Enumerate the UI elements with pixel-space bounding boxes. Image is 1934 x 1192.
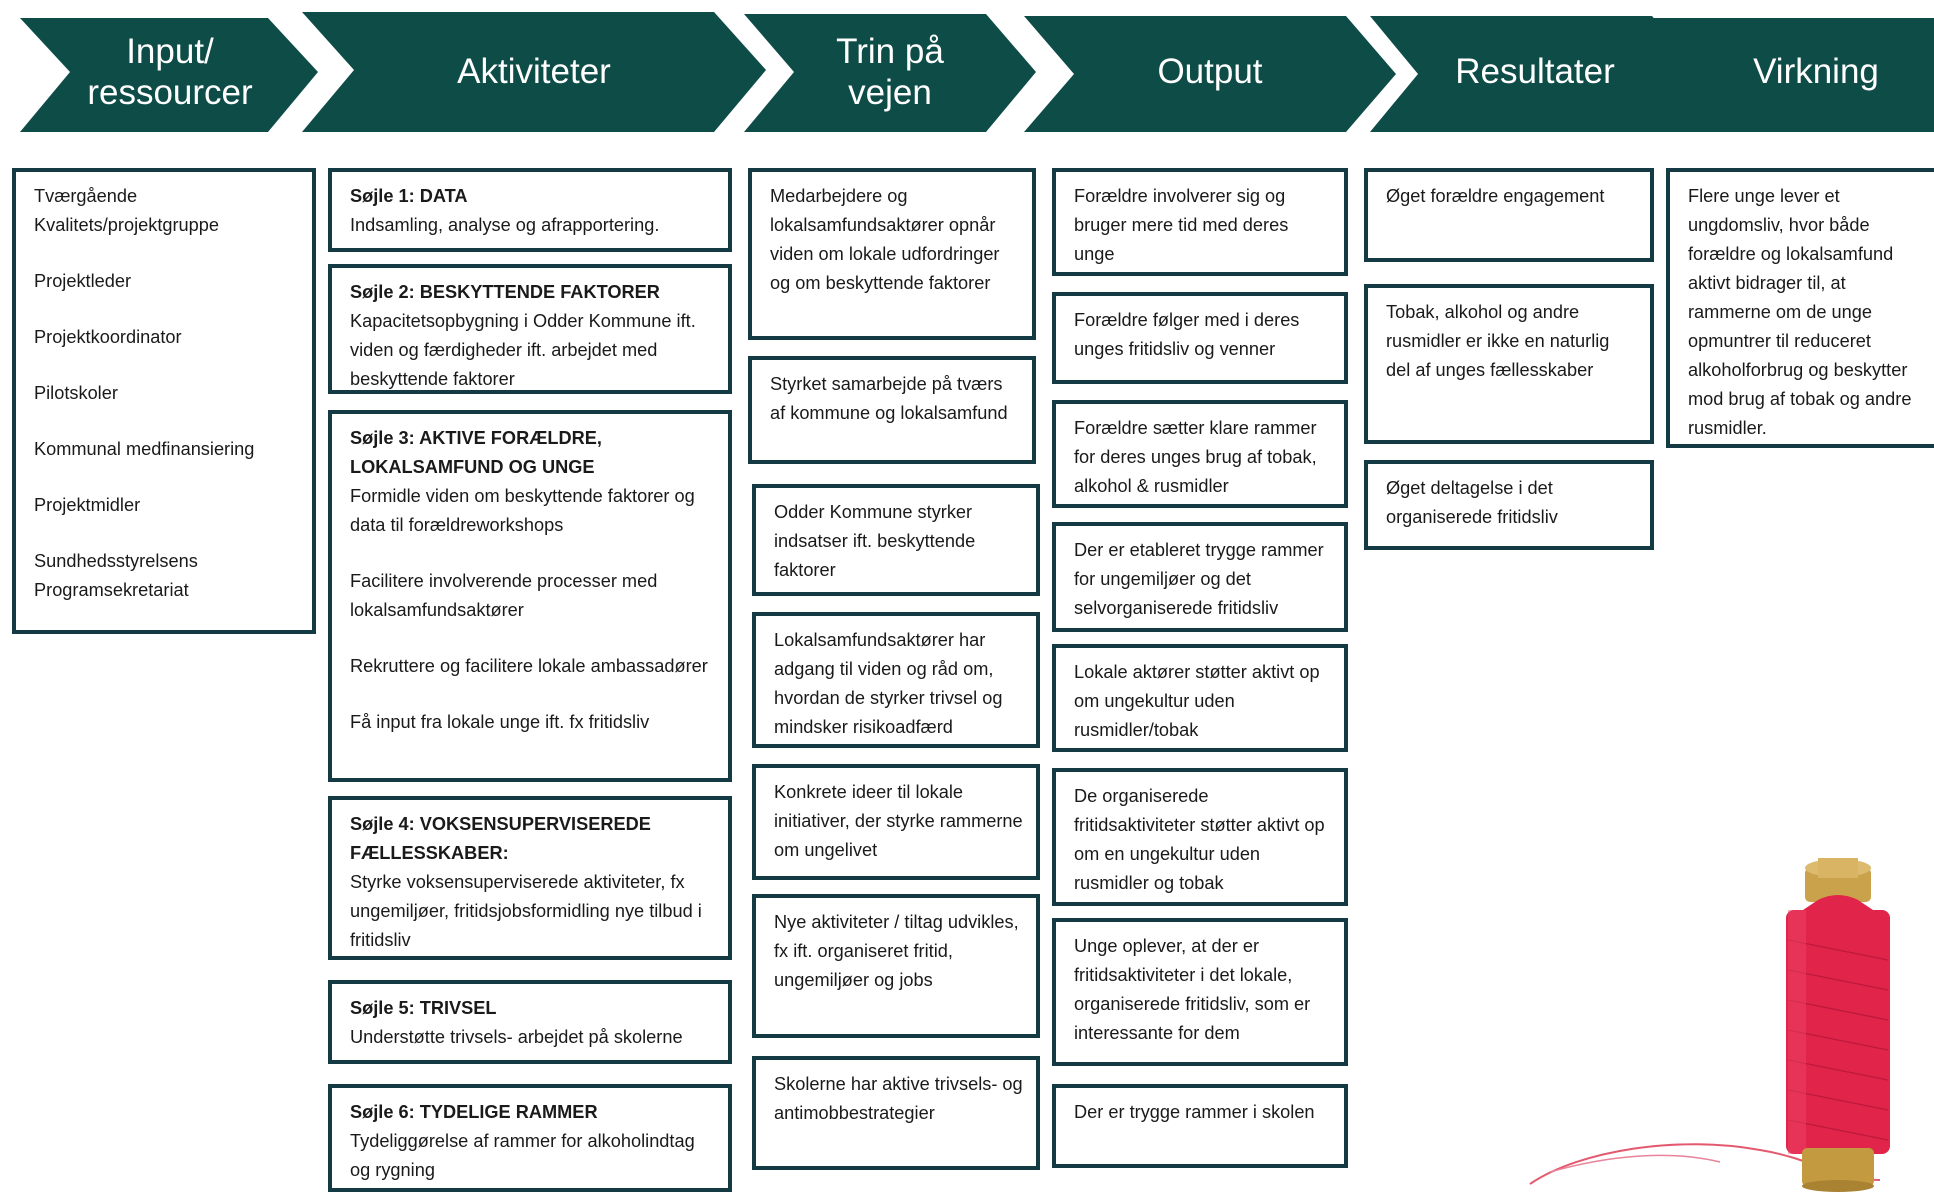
output-box: Der er etableret trygge rammer for ungem… [1052, 522, 1348, 632]
output-text: Der er etableret trygge rammer for ungem… [1074, 540, 1324, 618]
inputs-box: Tværgående Kvalitets/projektgruppe Proje… [12, 168, 316, 634]
input-item: Projektmidler [34, 495, 141, 515]
chevron-label-results: Resultater [1455, 52, 1615, 92]
chevron-label-impact: Virkning [1753, 52, 1879, 92]
step-box: Medarbejdere og lokalsamfundsaktører opn… [748, 168, 1036, 340]
chevron-activities [302, 12, 766, 132]
output-box: De organiserede fritidsaktiviteter støtt… [1052, 768, 1348, 906]
output-text: Lokale aktører støtter aktivt op om unge… [1074, 662, 1320, 740]
chevron-label-output: Output [1157, 52, 1263, 92]
step-box: Nye aktiviteter / tiltag udvikles, fx if… [752, 894, 1040, 1038]
activity-text: Understøtte trivsels- arbejdet på skoler… [350, 1027, 683, 1047]
chevron-input [20, 18, 318, 132]
activity-text: Facilitere involverende processer med lo… [350, 571, 658, 620]
output-box: Unge oplever, at der er fritidsaktivitet… [1052, 918, 1348, 1066]
activity-title: Søjle 1: DATA [350, 186, 468, 206]
output-text: Der er trygge rammer i skolen [1074, 1102, 1315, 1122]
input-item: Kommunal medfinansiering [34, 439, 255, 459]
activity-box-4: Søjle 4: VOKSENSUPERVISEREDE FÆLLESSKABE… [328, 796, 732, 960]
step-text: Medarbejdere og lokalsamfundsaktører opn… [770, 186, 1000, 293]
activity-title: Søjle 2: BESKYTTENDE FAKTORER [350, 282, 660, 302]
result-box: Øget forældre engagement [1364, 168, 1654, 262]
output-text: Forældre sætter klare rammer for deres u… [1074, 418, 1317, 496]
activity-title: Søjle 3: AKTIVE FORÆLDRE, LOKALSAMFUND O… [350, 428, 602, 477]
input-item: Pilotskoler [34, 383, 118, 403]
output-box: Der er trygge rammer i skolen [1052, 1084, 1348, 1168]
chevron-label-input: Input/ ressourcer [87, 31, 253, 112]
step-text: Nye aktiviteter / tiltag udvikles, fx if… [774, 912, 1019, 990]
output-text: De organiserede fritidsaktiviteter støtt… [1074, 786, 1325, 893]
input-item: Tværgående Kvalitets/projektgruppe [34, 186, 220, 235]
header-chevrons [20, 12, 1934, 132]
activity-box-5: Søjle 5: TRIVSEL Understøtte trivsels- a… [328, 980, 732, 1064]
activity-box-1: Søjle 1: DATA Indsamling, analyse og afr… [328, 168, 732, 252]
output-box: Lokale aktører støtter aktivt op om unge… [1052, 644, 1348, 752]
activity-text: Tydeliggørelse af rammer for alkoholindt… [350, 1131, 695, 1180]
chevron-label-steps: Trin på vejen [836, 31, 944, 112]
step-box: Konkrete ideer til lokale initiativer, d… [752, 764, 1040, 880]
chevron-steps [744, 14, 1036, 132]
activity-text: Rekruttere og facilitere lokale ambassad… [350, 656, 708, 676]
step-text: Konkrete ideer til lokale initiativer, d… [774, 782, 1023, 860]
input-item: Sundhedsstyrelsens Programsekretariat [34, 551, 198, 600]
output-box: Forældre sætter klare rammer for deres u… [1052, 400, 1348, 508]
output-box: Forældre følger med i deres unges fritid… [1052, 292, 1348, 384]
activity-title: Søjle 6: TYDELIGE RAMMER [350, 1102, 598, 1122]
chevron-impact [1648, 18, 1934, 132]
activity-text: Indsamling, analyse og afrapportering. [350, 215, 660, 235]
output-box: Forældre involverer sig og bruger mere t… [1052, 168, 1348, 276]
result-text: Tobak, alkohol og andre rusmidler er ikk… [1386, 302, 1610, 380]
result-box: Tobak, alkohol og andre rusmidler er ikk… [1364, 284, 1654, 444]
activity-box-3: Søjle 3: AKTIVE FORÆLDRE, LOKALSAMFUND O… [328, 410, 732, 782]
activity-text: Styrke voksensuperviserede aktiviteter, … [350, 872, 702, 950]
step-box: Lokalsamfundsaktører har adgang til vide… [752, 612, 1040, 748]
activity-title: Søjle 5: TRIVSEL [350, 998, 497, 1018]
result-box: Øget deltagelse i det organiserede friti… [1364, 460, 1654, 550]
impact-text: Flere unge lever et ungdomsliv, hvor båd… [1688, 186, 1912, 438]
step-box: Odder Kommune styrker indsatser ift. bes… [752, 484, 1040, 596]
thread-spool-icon [1529, 858, 1890, 1192]
chevron-label-activities: Aktiviteter [457, 52, 611, 92]
activity-box-6: Søjle 6: TYDELIGE RAMMER Tydeliggørelse … [328, 1084, 732, 1192]
activity-title: Søjle 4: VOKSENSUPERVISEREDE FÆLLESSKABE… [350, 814, 651, 863]
step-text: Skolerne har aktive trivsels- og antimob… [774, 1074, 1023, 1123]
chevron-output [1024, 16, 1396, 132]
impact-box: Flere unge lever et ungdomsliv, hvor båd… [1666, 168, 1934, 448]
step-text: Lokalsamfundsaktører har adgang til vide… [774, 630, 1003, 737]
step-box: Styrket samarbejde på tværs af kommune o… [748, 356, 1036, 464]
result-text: Øget deltagelse i det organiserede friti… [1386, 478, 1558, 527]
output-text: Unge oplever, at der er fritidsaktivitet… [1074, 936, 1311, 1043]
step-box: Skolerne har aktive trivsels- og antimob… [752, 1056, 1040, 1170]
input-item: Projektkoordinator [34, 327, 182, 347]
step-text: Styrket samarbejde på tværs af kommune o… [770, 374, 1008, 423]
activity-text: Få input fra lokale unge ift. fx fritids… [350, 712, 650, 732]
activity-box-2: Søjle 2: BESKYTTENDE FAKTORER Kapacitets… [328, 264, 732, 394]
activity-text: Formidle viden om beskyttende faktorer o… [350, 486, 695, 535]
output-text: Forældre følger med i deres unges fritid… [1074, 310, 1300, 359]
chevron-results [1370, 16, 1700, 132]
step-text: Odder Kommune styrker indsatser ift. bes… [774, 502, 976, 580]
output-text: Forældre involverer sig og bruger mere t… [1074, 186, 1289, 264]
input-item: Projektleder [34, 271, 132, 291]
activity-text: Kapacitetsopbygning i Odder Kommune ift.… [350, 311, 696, 389]
result-text: Øget forældre engagement [1386, 186, 1605, 206]
